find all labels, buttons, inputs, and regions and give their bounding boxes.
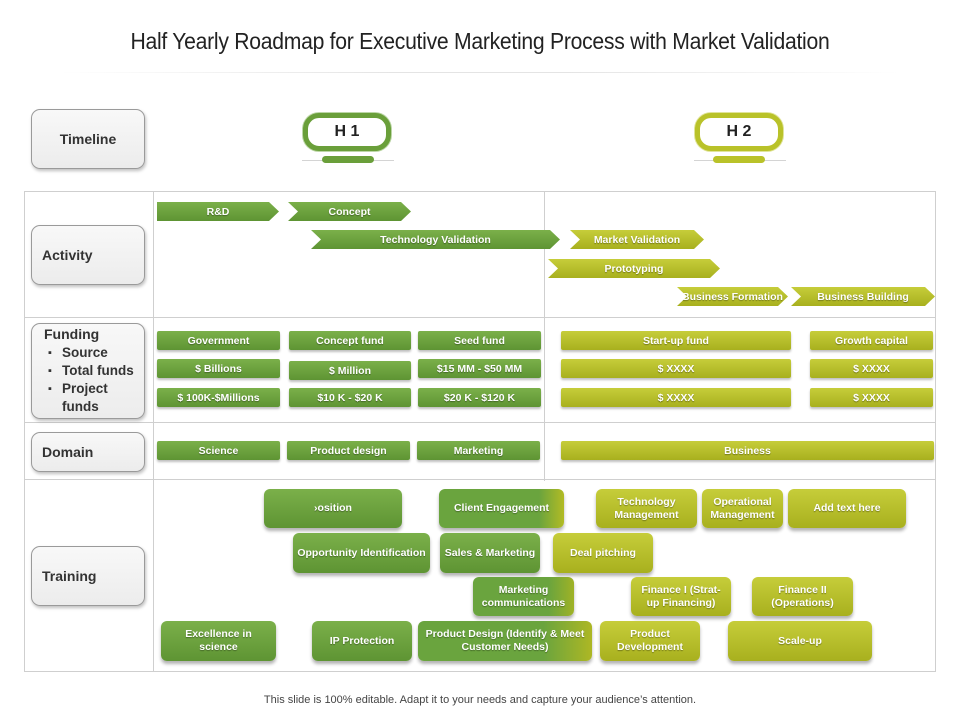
training-position: ›osition [264, 489, 402, 528]
funding-seed-total: $15 MM - $50 MM [418, 359, 541, 378]
training-deal-pitching: Deal pitching [553, 533, 653, 573]
h2-marker [713, 156, 765, 163]
training-excellence-science: Excellence in science [161, 621, 276, 661]
training-technology-management: Technology Management [596, 489, 697, 528]
training-client-engagement: Client Engagement [439, 489, 564, 528]
training-finance-1: Finance I (Strat-up Financing) [631, 577, 731, 616]
funding-growth-capital: Growth capital [810, 331, 933, 350]
training-marketing-communications: Marketing communications [473, 577, 574, 616]
funding-startup-fund: Start-up fund [561, 331, 791, 350]
funding-growth-project: $ XXXX [810, 388, 933, 407]
activity-market-validation: Market Validation [570, 230, 704, 249]
domain-label: Domain [42, 444, 94, 460]
training-sales-marketing: Sales & Marketing [440, 533, 540, 573]
activity-business-building: Business Building [791, 287, 935, 306]
training-ip-protection: IP Protection [312, 621, 412, 661]
funding-startup-total: $ XXXX [561, 359, 791, 378]
domain-science: Science [157, 441, 280, 460]
funding-concept-project: $10 K - $20 K [289, 388, 411, 407]
funding-gov-project: $ 100K-$Millions [157, 388, 280, 407]
label-column-divider [153, 191, 154, 672]
domain-business: Business [561, 441, 934, 460]
h1-marker [322, 156, 374, 163]
page-title: Half Yearly Roadmap for Executive Market… [130, 28, 830, 54]
funding-label-box: Funding Source Total funds Project funds [31, 323, 145, 419]
training-product-development: Product Development [600, 621, 700, 661]
training-add-text: Add text here [788, 489, 906, 528]
training-label-box: Training [31, 546, 145, 606]
funding-concept-total: $ Million [289, 361, 411, 380]
activity-label: Activity [42, 247, 93, 263]
activity-rnd: R&D [157, 202, 279, 221]
domain-label-box: Domain [31, 432, 145, 472]
timeline-label-box: Timeline [31, 109, 145, 169]
activity-label-box: Activity [31, 225, 145, 285]
funding-label: Funding [44, 326, 100, 342]
funding-seed-project: $20 K - $120 K [418, 388, 541, 407]
funding-startup-project: $ XXXX [561, 388, 791, 407]
training-opportunity-identification: Opportunity Identification [293, 533, 430, 573]
row-divider-activity [24, 317, 936, 318]
h2-label: H 2 [726, 123, 752, 140]
activity-concept: Concept [288, 202, 411, 221]
funding-concept-fund: Concept fund [289, 331, 411, 350]
h1-pill: H 1 [303, 113, 391, 151]
domain-product-design: Product design [287, 441, 410, 460]
training-scale-up: Scale-up [728, 621, 872, 661]
h1-label: H 1 [334, 123, 360, 140]
roadmap-grid [24, 191, 936, 672]
funding-seed-fund: Seed fund [418, 331, 541, 350]
row-divider-domain [24, 479, 936, 480]
funding-item-total: Total funds [48, 362, 144, 380]
funding-list: Source Total funds Project funds [44, 344, 144, 416]
funding-item-project: Project funds [48, 380, 144, 416]
training-product-design: Product Design (Identify & Meet Customer… [418, 621, 592, 661]
row-divider-funding [24, 422, 936, 423]
funding-item-source: Source [48, 344, 144, 362]
training-label: Training [42, 568, 97, 584]
title-divider [60, 72, 900, 73]
funding-growth-total: $ XXXX [810, 359, 933, 378]
activity-prototyping: Prototyping [548, 259, 720, 278]
funding-government: Government [157, 331, 280, 350]
timeline-label: Timeline [59, 131, 117, 147]
training-finance-2: Finance II (Operations) [752, 577, 853, 616]
domain-marketing: Marketing [417, 441, 540, 460]
training-operational-management: Operational Management [702, 489, 783, 528]
activity-business-formation: Business Formation [677, 287, 788, 306]
funding-gov-total: $ Billions [157, 359, 280, 378]
half-divider [544, 191, 545, 481]
footer-note: This slide is 100% editable. Adapt it to… [263, 694, 697, 706]
h2-pill: H 2 [695, 113, 783, 151]
activity-technology-validation: Technology Validation [311, 230, 560, 249]
